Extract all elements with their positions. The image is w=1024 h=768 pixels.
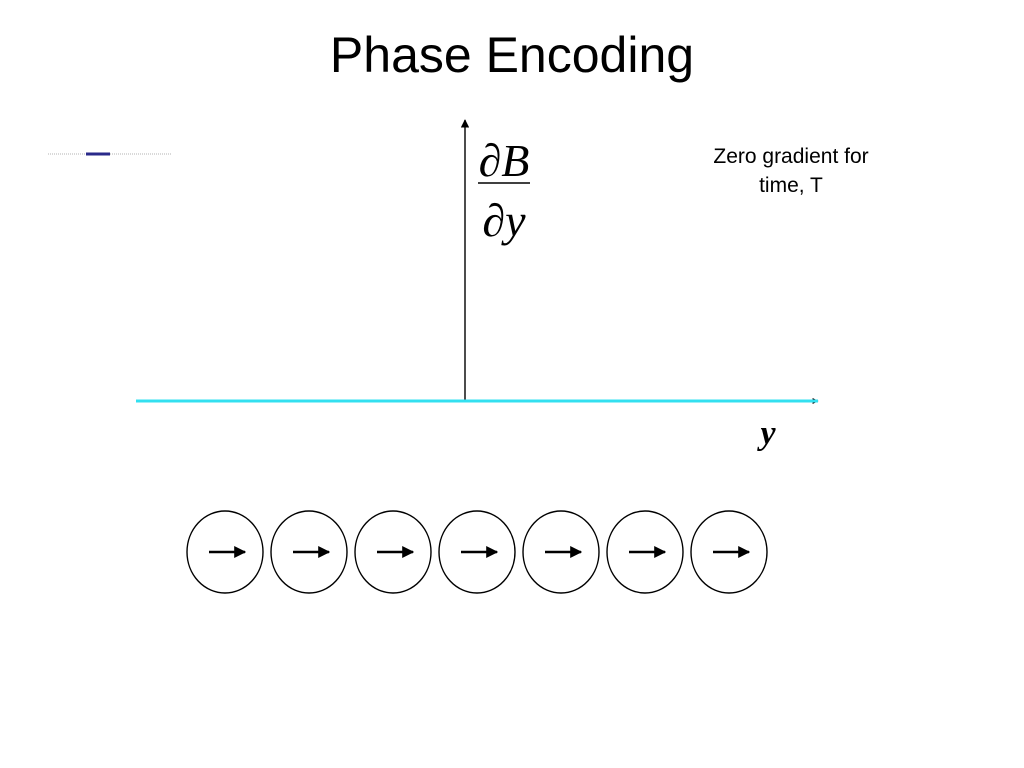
y-axis-label: y bbox=[756, 415, 776, 452]
zero-gradient-annotation: Zero gradient for time, T bbox=[668, 142, 914, 201]
spin-circle bbox=[690, 510, 768, 594]
spin-4 bbox=[438, 510, 516, 594]
spin-circle bbox=[270, 510, 348, 594]
slide-title: Phase Encoding bbox=[329, 27, 695, 83]
derivative-denominator: ∂y bbox=[482, 195, 526, 246]
spin-circle bbox=[354, 510, 432, 594]
spin-circle bbox=[438, 510, 516, 594]
annotation-line-2: time, T bbox=[759, 174, 823, 198]
spin-circle bbox=[606, 510, 684, 594]
spin-3 bbox=[354, 510, 432, 594]
spin-5 bbox=[522, 510, 600, 594]
spin-circle bbox=[186, 510, 264, 594]
spin-2 bbox=[270, 510, 348, 594]
spin-7 bbox=[690, 510, 768, 594]
spin-6 bbox=[606, 510, 684, 594]
derivative-numerator: ∂B bbox=[479, 135, 530, 186]
spin-circle bbox=[522, 510, 600, 594]
spin-row bbox=[186, 510, 768, 594]
annotation-line-1: Zero gradient for bbox=[713, 145, 869, 168]
spin-1 bbox=[186, 510, 264, 594]
